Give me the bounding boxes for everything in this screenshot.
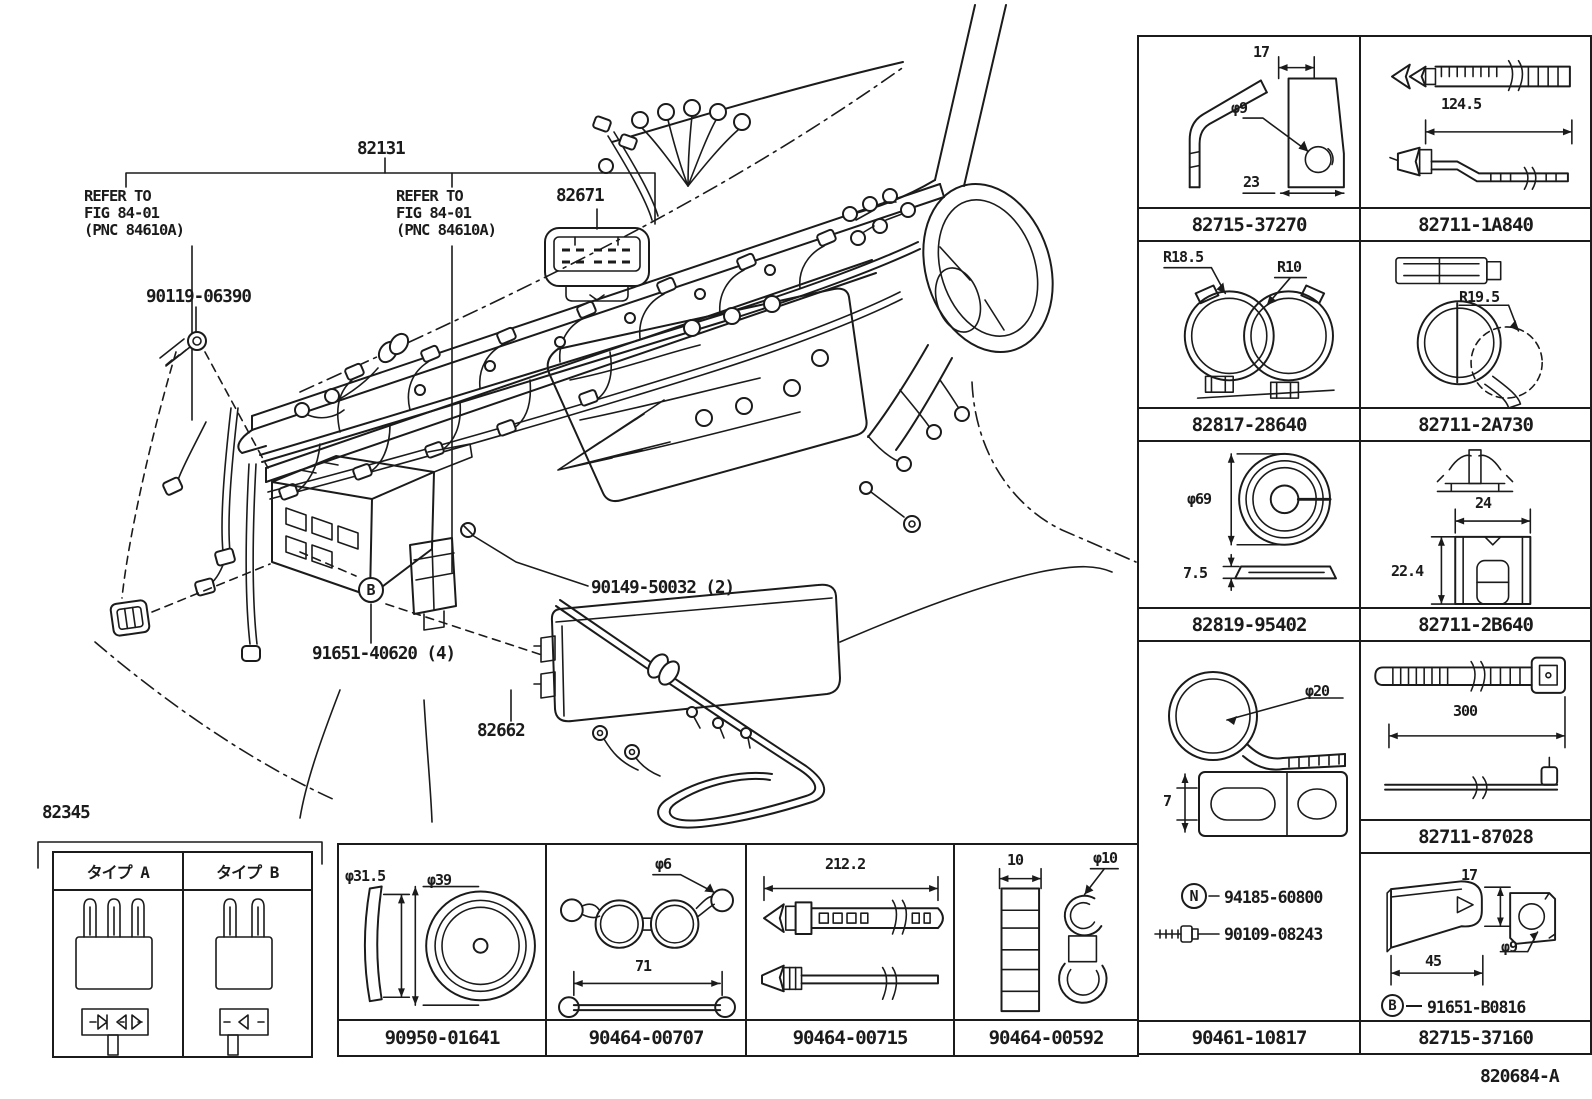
dim-label: 7.5 [1183, 564, 1208, 582]
dim-label: 17 [1253, 43, 1270, 61]
cable-tie-sketch: 300 [1361, 642, 1590, 819]
bolt-screw-icon [1154, 925, 1220, 943]
dim-label: φ31.5 [345, 867, 386, 885]
dim-label: 24 [1475, 494, 1492, 512]
part-cell-82715-37160: 17 45 φ9 B 91651-B0816 82715-37160 [1359, 852, 1592, 1055]
tie-strap-sketch: 212.2 [747, 845, 953, 1019]
dim-label: 212.2 [825, 855, 866, 873]
type-a-column: タイプ A [54, 853, 182, 1056]
part-number: 82711-2A730 [1361, 407, 1590, 440]
connector-part-label: 82671 [556, 186, 605, 206]
part-number: 90464-00592 [955, 1019, 1137, 1055]
band-clamp-sketch: R19.5 [1361, 242, 1590, 407]
drawing-number: 820684-A [1480, 1066, 1560, 1087]
double-ring-clamp-sketch: R18.5 R10 [1139, 242, 1359, 407]
hole-plug-sketch: φ69 7.5 [1139, 442, 1359, 607]
part-number: 82819-95402 [1139, 607, 1359, 640]
dim-label: 10 [1007, 851, 1024, 869]
dim-label: φ39 [427, 871, 452, 889]
clip-part-label: 91651-40620 (4) [312, 644, 456, 664]
part-number: 90461-10817 [1139, 1020, 1359, 1053]
part-cell-82711-2A730: R19.5 82711-2A730 [1359, 240, 1592, 442]
part-cell-82711-2B640: 24 22.4 82711-2B640 [1359, 440, 1592, 642]
dim-label: φ69 [1187, 490, 1212, 508]
type-table-title: 82345 [42, 803, 91, 823]
type-b-sketch [184, 891, 312, 1056]
part-cell-90464-00707: φ6 71 90464-00707 [545, 843, 747, 1057]
callout-part-number: 94185-60800 [1224, 888, 1323, 907]
part-number: 90464-00707 [547, 1019, 745, 1055]
dim-label: R18.5 [1163, 248, 1204, 266]
part-number: 82711-87028 [1361, 819, 1590, 852]
callout-circle-b: B [1381, 994, 1404, 1017]
dim-label: R19.5 [1459, 288, 1500, 306]
type-b-header: タイプ B [183, 853, 311, 891]
part-cell-82715-37270: 17 φ9 23 82715-37270 [1137, 35, 1361, 242]
dim-label: φ9 [1231, 99, 1248, 117]
part-cell-90950-01641: φ31.5 φ39 90950-01641 [337, 843, 547, 1057]
dim-label: 23 [1243, 173, 1260, 191]
bracket-clamp-sketch: 17 φ9 23 [1139, 37, 1359, 207]
callout-leader [1406, 1005, 1422, 1008]
part-cell-82711-1A840: 124.5 82711-1A840 [1359, 35, 1592, 242]
callout-circle-n: N [1181, 883, 1207, 909]
part-cell-90464-00592: 10 φ10 90464-00592 [953, 843, 1139, 1057]
dim-label: 71 [635, 957, 652, 975]
part-cell-82819-95402: φ69 7.5 82819-95402 [1137, 440, 1361, 642]
part-number: 82711-2B640 [1361, 607, 1590, 640]
part-number: 82817-28640 [1139, 407, 1359, 440]
clip-pair-sketch: 10 φ10 [955, 845, 1137, 1019]
type-b-column: タイプ B [181, 853, 312, 1056]
strap-clip-sketch: 17 45 φ9 B 91651-B0816 [1361, 854, 1590, 1020]
part-cell-90461-10817: φ20 7 N 94185-60800 90109-08243 90461-10… [1137, 640, 1361, 1055]
part-number: 90950-01641 [339, 1019, 545, 1055]
dim-label: 45 [1425, 952, 1442, 970]
refer-note-right: REFER TO FIG 84-01 (PNC 84610A) [396, 187, 497, 239]
callout-part-number: 90109-08243 [1224, 925, 1323, 944]
part-number: 82711-1A840 [1361, 207, 1590, 240]
push-tie-sketch: 124.5 [1361, 37, 1590, 207]
dim-label: 300 [1453, 702, 1478, 720]
clip-block-sketch: 24 22.4 [1361, 442, 1590, 607]
part-number: 82715-37160 [1361, 1020, 1590, 1053]
callout-part-number: 91651-B0816 [1427, 998, 1526, 1017]
p-clamp-sketch: φ20 7 N 94185-60800 90109-08243 [1139, 642, 1359, 1020]
bolt-part-label: 90119-06390 [146, 287, 252, 307]
type-a-sketch [54, 891, 182, 1056]
dim-label: 22.4 [1391, 562, 1424, 580]
part-number: 82715-37270 [1139, 207, 1359, 240]
dim-label: φ6 [655, 855, 672, 873]
callout-circle-b: B [358, 577, 384, 603]
ecu-part-label: 82662 [477, 721, 526, 741]
type-a-header: タイプ A [54, 853, 182, 891]
dim-label: φ9 [1501, 938, 1518, 956]
refer-note-left: REFER TO FIG 84-01 (PNC 84610A) [84, 187, 185, 239]
screw-part-label: 90149-50032 (2) [591, 578, 735, 598]
dim-label: 17 [1461, 866, 1478, 884]
part-cell-82711-87028: 300 82711-87028 [1359, 640, 1592, 854]
part-cell-82817-28640: R18.5 R10 82817-28640 [1137, 240, 1361, 442]
harness-part-label: 82131 [357, 139, 406, 159]
dim-label: φ10 [1093, 849, 1118, 867]
part-number: 90464-00715 [747, 1019, 953, 1055]
part-cell-90464-00715: 212.2 90464-00715 [745, 843, 955, 1057]
dim-label: 7 [1163, 792, 1172, 810]
grommet-sketch: φ31.5 φ39 [339, 845, 545, 1019]
dim-label: φ20 [1305, 682, 1330, 700]
double-clamp-sketch: φ6 71 [547, 845, 745, 1019]
type-table: タイプ A タイプ B [52, 851, 313, 1058]
dim-label: 124.5 [1441, 95, 1482, 113]
dim-label: R10 [1277, 258, 1302, 276]
